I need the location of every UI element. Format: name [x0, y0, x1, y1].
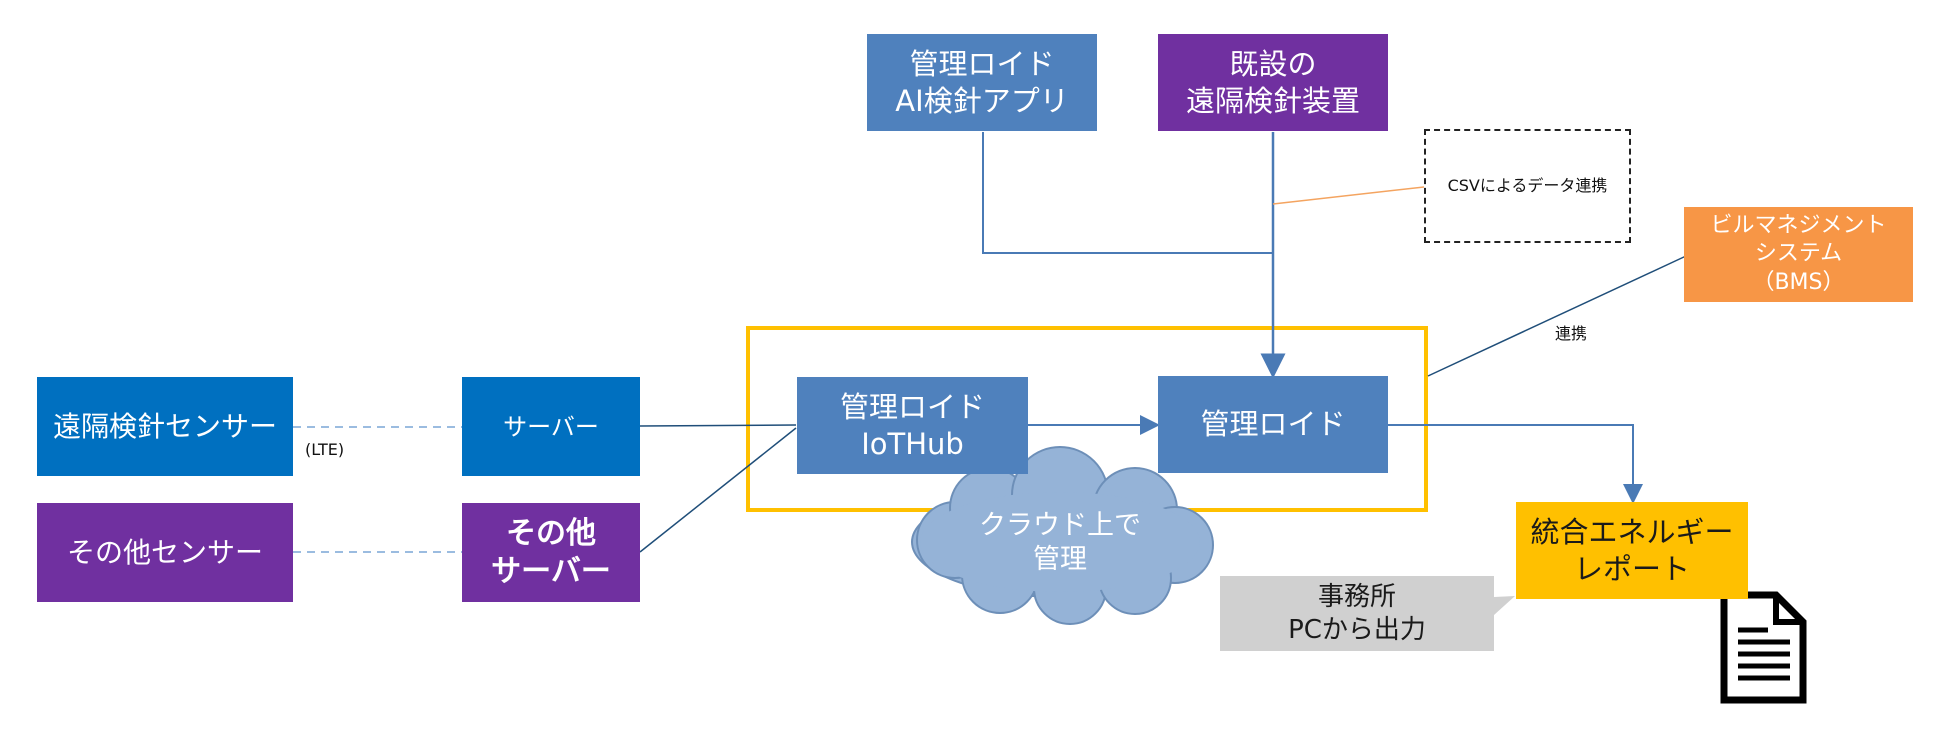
- remote-meter-sensor-node: 遠隔検針センサー: [37, 377, 293, 476]
- other-sensor-node: その他センサー: [37, 503, 293, 602]
- energy-report-node: 統合エネルギー レポート: [1516, 502, 1748, 599]
- other-server-node: その他 サーバー: [462, 503, 640, 602]
- link-ai-app: [982, 132, 1273, 254]
- renkei-label: 連携: [1555, 324, 1588, 343]
- bms-node: ビルマネジメント システム （BMS）: [1684, 207, 1913, 302]
- arrow-kanri-report: [1385, 424, 1643, 504]
- link-bms: [1427, 255, 1687, 377]
- cloud-managed-label: クラウド上で 管理: [979, 509, 1141, 575]
- office-callout-shape: [1220, 576, 1515, 651]
- iothub-node: 管理ロイド IoTHub: [797, 377, 1028, 474]
- csv-connector: [1272, 186, 1425, 205]
- document-icon: [1720, 591, 1807, 704]
- kanri-lloyd-node: 管理ロイド: [1158, 376, 1388, 473]
- csv-data-link-note: CSVによるデータ連携: [1424, 129, 1631, 243]
- link-server-iothub: [639, 424, 797, 427]
- office-output-callout: 事務所 PCから出力: [1288, 582, 1426, 645]
- ai-meter-app-node: 管理ロイド AI検針アプリ: [867, 34, 1097, 131]
- lte-label: (LTE): [305, 440, 345, 459]
- link-other-server-iothub: [639, 427, 797, 553]
- server-node: サーバー: [462, 377, 640, 476]
- cloud-shape: [911, 446, 1214, 625]
- existing-remote-meter-node: 既設の 遠隔検針装置: [1158, 34, 1388, 131]
